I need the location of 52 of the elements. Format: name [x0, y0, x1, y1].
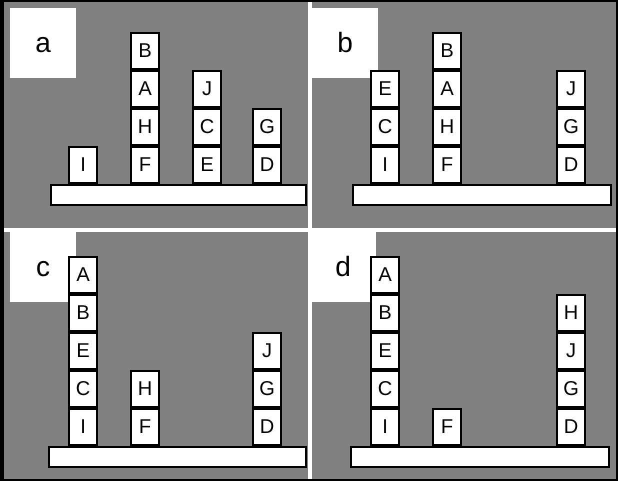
- letter-block: F: [130, 146, 160, 184]
- letter-block: B: [432, 32, 462, 70]
- letter-block: G: [252, 108, 282, 146]
- letter-block: C: [370, 108, 400, 146]
- letter-block: E: [370, 70, 400, 108]
- letter-block: F: [432, 146, 462, 184]
- letter-block: H: [432, 108, 462, 146]
- letter-block: H: [556, 294, 586, 332]
- letter-block: J: [252, 332, 282, 370]
- letter-block: A: [68, 256, 98, 294]
- letter-block: J: [556, 332, 586, 370]
- letter-block: B: [370, 294, 400, 332]
- letter-block: I: [68, 408, 98, 446]
- letter-block: E: [68, 332, 98, 370]
- letter-block: D: [556, 408, 586, 446]
- letter-block: D: [252, 146, 282, 184]
- table-bar: [352, 184, 612, 206]
- letter-block: G: [252, 370, 282, 408]
- letter-block: C: [192, 108, 222, 146]
- letter-block: G: [556, 370, 586, 408]
- scene-panel: [312, 2, 616, 228]
- letter-block: C: [370, 370, 400, 408]
- letter-block: D: [556, 146, 586, 184]
- table-bar: [50, 184, 307, 206]
- letter-block: I: [370, 146, 400, 184]
- scene-panel: [312, 232, 616, 479]
- letter-block: D: [252, 408, 282, 446]
- panel-label: a: [10, 8, 76, 78]
- letter-block: G: [556, 108, 586, 146]
- panel-label: c: [10, 232, 76, 302]
- letter-block: B: [130, 32, 160, 70]
- letter-block: E: [192, 146, 222, 184]
- letter-block: B: [68, 294, 98, 332]
- letter-block: H: [130, 108, 160, 146]
- letter-block: H: [130, 370, 160, 408]
- letter-block: I: [68, 146, 98, 184]
- scene-panel: [4, 2, 308, 228]
- letter-block: F: [130, 408, 160, 446]
- letter-block: A: [130, 70, 160, 108]
- letter-block: A: [370, 256, 400, 294]
- letter-block: F: [432, 408, 462, 446]
- letter-block: J: [556, 70, 586, 108]
- panel-label: b: [312, 8, 378, 78]
- letter-block: A: [432, 70, 462, 108]
- letter-block: C: [68, 370, 98, 408]
- table-bar: [350, 446, 610, 468]
- letter-block: E: [370, 332, 400, 370]
- table-bar: [48, 446, 307, 468]
- letter-block: J: [192, 70, 222, 108]
- scene-panel: [4, 232, 308, 479]
- letter-block: I: [370, 408, 400, 446]
- panel-label: d: [310, 232, 376, 302]
